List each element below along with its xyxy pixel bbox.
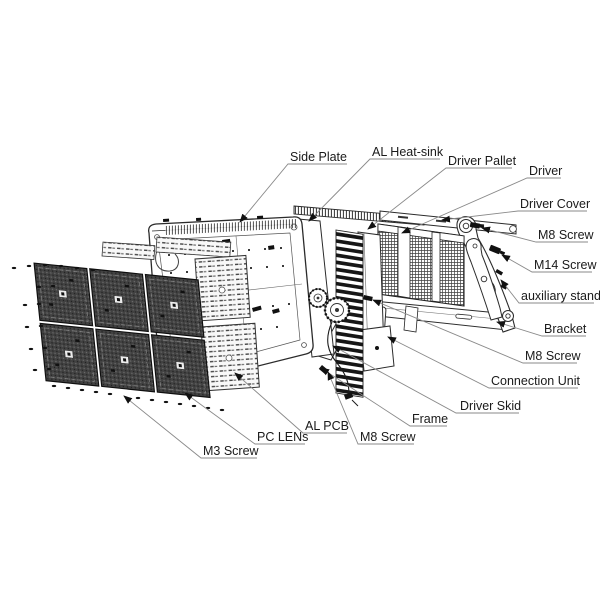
auxiliary-stand <box>465 238 514 322</box>
leader-pc-lens <box>184 392 305 445</box>
leader-m3-screw <box>123 395 257 459</box>
leader-driver-pallet <box>367 167 512 230</box>
label-m8-screw-top: M8 Screw <box>538 228 595 242</box>
cable-gland-gears <box>308 288 351 324</box>
label-driver-skid: Driver Skid <box>460 399 521 413</box>
label-m8-screw-bottom: M8 Screw <box>360 430 417 444</box>
leader-m14-screw <box>501 254 592 273</box>
label-frame: Frame <box>412 412 448 426</box>
leader-auxiliary-stand <box>500 279 594 304</box>
top-edge-screw-3 <box>257 215 264 219</box>
lens-panel <box>33 262 94 327</box>
top-edge-screw-1 <box>163 218 170 222</box>
leader-driver <box>401 177 561 234</box>
leader-driver-cover <box>441 210 587 223</box>
m3-screw-dots <box>11 263 225 412</box>
leader-connection-unit <box>387 336 578 389</box>
leader-frame <box>320 367 447 427</box>
label-driver-pallet: Driver Pallet <box>448 154 517 168</box>
label-auxiliary-stand: auxiliary stand <box>521 289 600 303</box>
leader-m8-screw-mid <box>372 299 577 364</box>
label-connection-unit: Connection Unit <box>491 374 580 388</box>
pc-lens-array <box>33 262 211 399</box>
leader-m8-screw-bottom <box>327 371 414 445</box>
label-m14-screw: M14 Screw <box>534 258 597 272</box>
m14-screw-icon <box>489 244 506 256</box>
label-m8-screw-mid: M8 Screw <box>525 349 582 363</box>
leader-side-plate <box>239 163 347 223</box>
label-al-pcb: AL PCB <box>305 419 349 433</box>
label-driver-cover: Driver Cover <box>520 197 590 211</box>
label-al-heat-sink: AL Heat-sink <box>372 145 444 159</box>
label-driver: Driver <box>529 164 562 178</box>
label-pc-lens: PC LENs <box>257 430 308 444</box>
leader-m8-screw-top <box>481 226 588 243</box>
driver <box>377 223 465 333</box>
part-labels: Side Plate AL Heat-sink Driver Pallet Dr… <box>203 145 600 458</box>
leader-lines <box>123 158 594 459</box>
driver-pallet <box>357 231 395 372</box>
m8-screw-icon-mid <box>363 294 373 302</box>
leader-bracket <box>496 321 586 337</box>
top-edge-screw-2 <box>196 217 202 221</box>
label-side-plate: Side Plate <box>290 150 347 164</box>
leader-al-pcb <box>234 372 347 434</box>
label-m3-screw: M3 Screw <box>203 444 260 458</box>
leader-driver-skid <box>332 345 519 414</box>
heat-sink <box>335 229 364 398</box>
stand-screw-icon-1 <box>495 268 504 276</box>
power-cable <box>327 321 359 407</box>
label-bracket: Bracket <box>544 322 587 336</box>
al-pcb <box>101 236 260 392</box>
m8-screw-icon-top <box>469 222 485 229</box>
leader-al-heat-sink <box>308 158 440 222</box>
